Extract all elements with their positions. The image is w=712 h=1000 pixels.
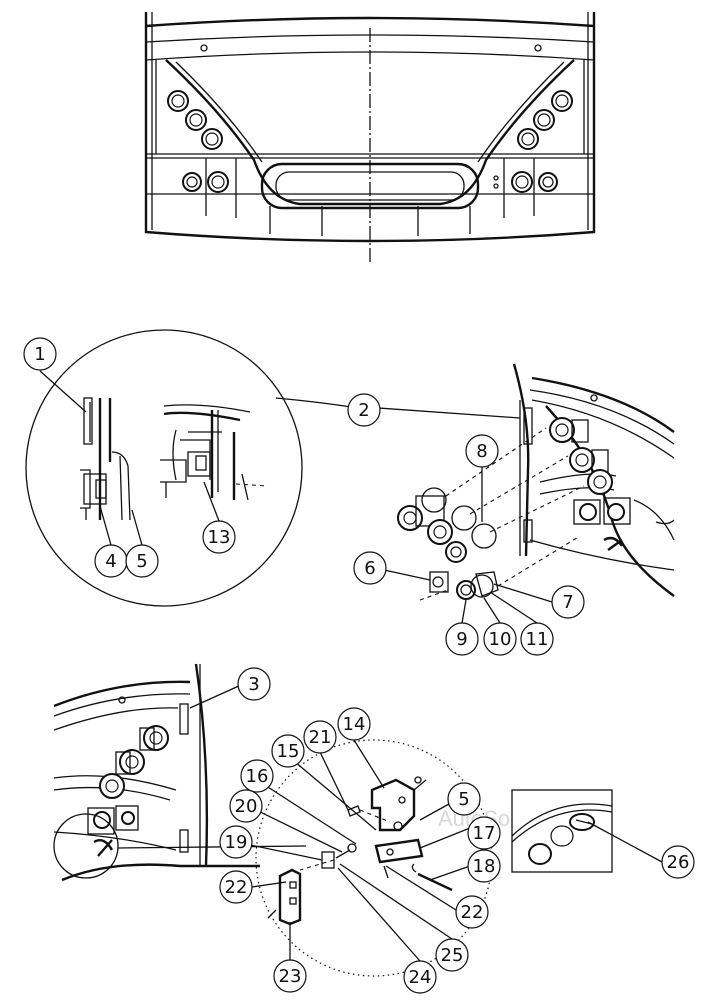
callout-23: 23 [279, 966, 302, 987]
inset-lamp-view [511, 789, 613, 873]
callout-25: 25 [441, 945, 464, 966]
callout-14: 14 [343, 714, 366, 735]
callout-6: 6 [364, 558, 375, 579]
callout-1: 1 [34, 344, 45, 365]
detail-magnified-view [25, 329, 521, 607]
lamp-assembly-exploded [397, 363, 675, 601]
callout-2: 2 [358, 400, 369, 421]
callout-20: 20 [235, 796, 258, 817]
callout-24: 24 [409, 967, 432, 988]
callout-22-left: 22 [225, 877, 248, 898]
callout-7: 7 [562, 592, 573, 613]
callout-10: 10 [489, 629, 512, 650]
callout-16: 16 [246, 766, 269, 787]
bracket-detail-view [117, 739, 493, 977]
callout-5-detail: 5 [136, 551, 147, 572]
callouts: 1 2 3 4 5 6 7 8 9 10 11 13 14 15 16 17 1… [23, 337, 695, 994]
callout-4: 4 [105, 551, 116, 572]
callout-13: 13 [208, 527, 231, 548]
callout-22-right: 22 [461, 902, 484, 923]
callout-17: 17 [473, 823, 496, 844]
vehicle-rear-view [144, 12, 596, 262]
callout-26: 26 [667, 852, 690, 873]
callout-15: 15 [277, 741, 300, 762]
callout-11: 11 [526, 629, 549, 650]
callout-21: 21 [309, 727, 332, 748]
callout-5-bracket: 5 [458, 789, 469, 810]
callout-18: 18 [473, 856, 496, 877]
callout-8: 8 [476, 441, 487, 462]
callout-3: 3 [248, 674, 259, 695]
callout-9: 9 [456, 629, 467, 650]
callout-19: 19 [225, 832, 248, 853]
